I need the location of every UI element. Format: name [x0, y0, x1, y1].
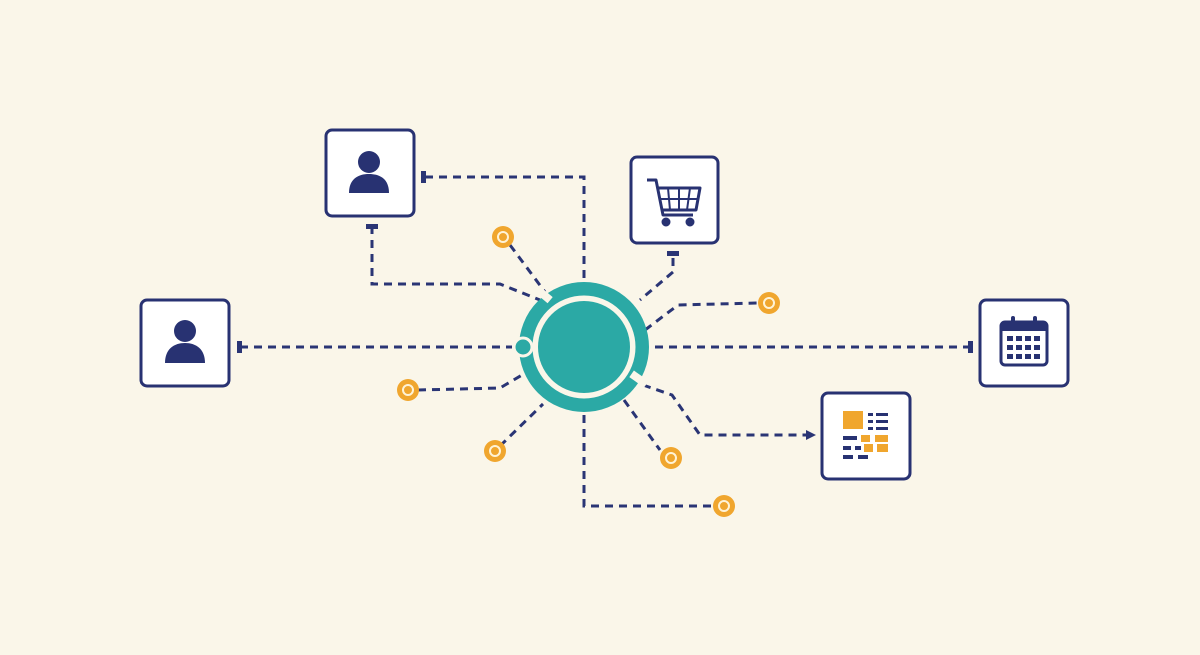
connector-node-2 — [644, 301, 759, 332]
arrow-dashboard — [806, 430, 816, 440]
user-icon — [165, 320, 205, 363]
connectors — [240, 175, 970, 508]
connector-node-4 — [498, 402, 545, 448]
hub-gap-ring — [532, 295, 636, 399]
tick-user-top-right — [421, 171, 426, 183]
orange-dot-icon — [660, 447, 682, 469]
orange-dot-icon — [397, 379, 419, 401]
shopping-cart-icon — [647, 178, 702, 227]
hub-ring-cut-2 — [535, 286, 553, 304]
connector-cart — [639, 258, 675, 302]
connector-node-3 — [417, 373, 523, 392]
hub-ring-cut-1 — [629, 370, 649, 388]
tick-calendar-left — [968, 341, 973, 353]
dashboard-grid-icon — [843, 411, 888, 459]
connector-user-top — [370, 226, 541, 302]
endpoint-nodes — [397, 226, 780, 517]
orange-dot-icon — [484, 440, 506, 462]
tick-cart-bottom — [667, 251, 679, 256]
connector-dashboard — [642, 383, 812, 437]
tick-user-top-bottom — [366, 224, 378, 229]
card-calendar — [978, 298, 1070, 388]
connector-node-1 — [508, 244, 547, 293]
hub-circle-icon — [512, 282, 649, 412]
connector-top-horizontal — [425, 175, 586, 280]
hub-core — [538, 301, 630, 393]
card-user-left — [139, 298, 231, 388]
connector-bottom — [582, 415, 712, 508]
connector-node-5 — [622, 399, 662, 451]
orange-dot-icon — [492, 226, 514, 248]
user-icon — [349, 151, 389, 193]
card-dashboard — [820, 391, 912, 481]
hub-port — [512, 336, 534, 358]
tick-user-left-right — [237, 341, 242, 353]
card-cart — [629, 155, 720, 245]
calendar-icon — [999, 316, 1049, 367]
orange-dot-icon — [758, 292, 780, 314]
orange-dot-icon — [713, 495, 735, 517]
card-user-top — [324, 128, 416, 218]
connector-ticks — [237, 171, 973, 440]
